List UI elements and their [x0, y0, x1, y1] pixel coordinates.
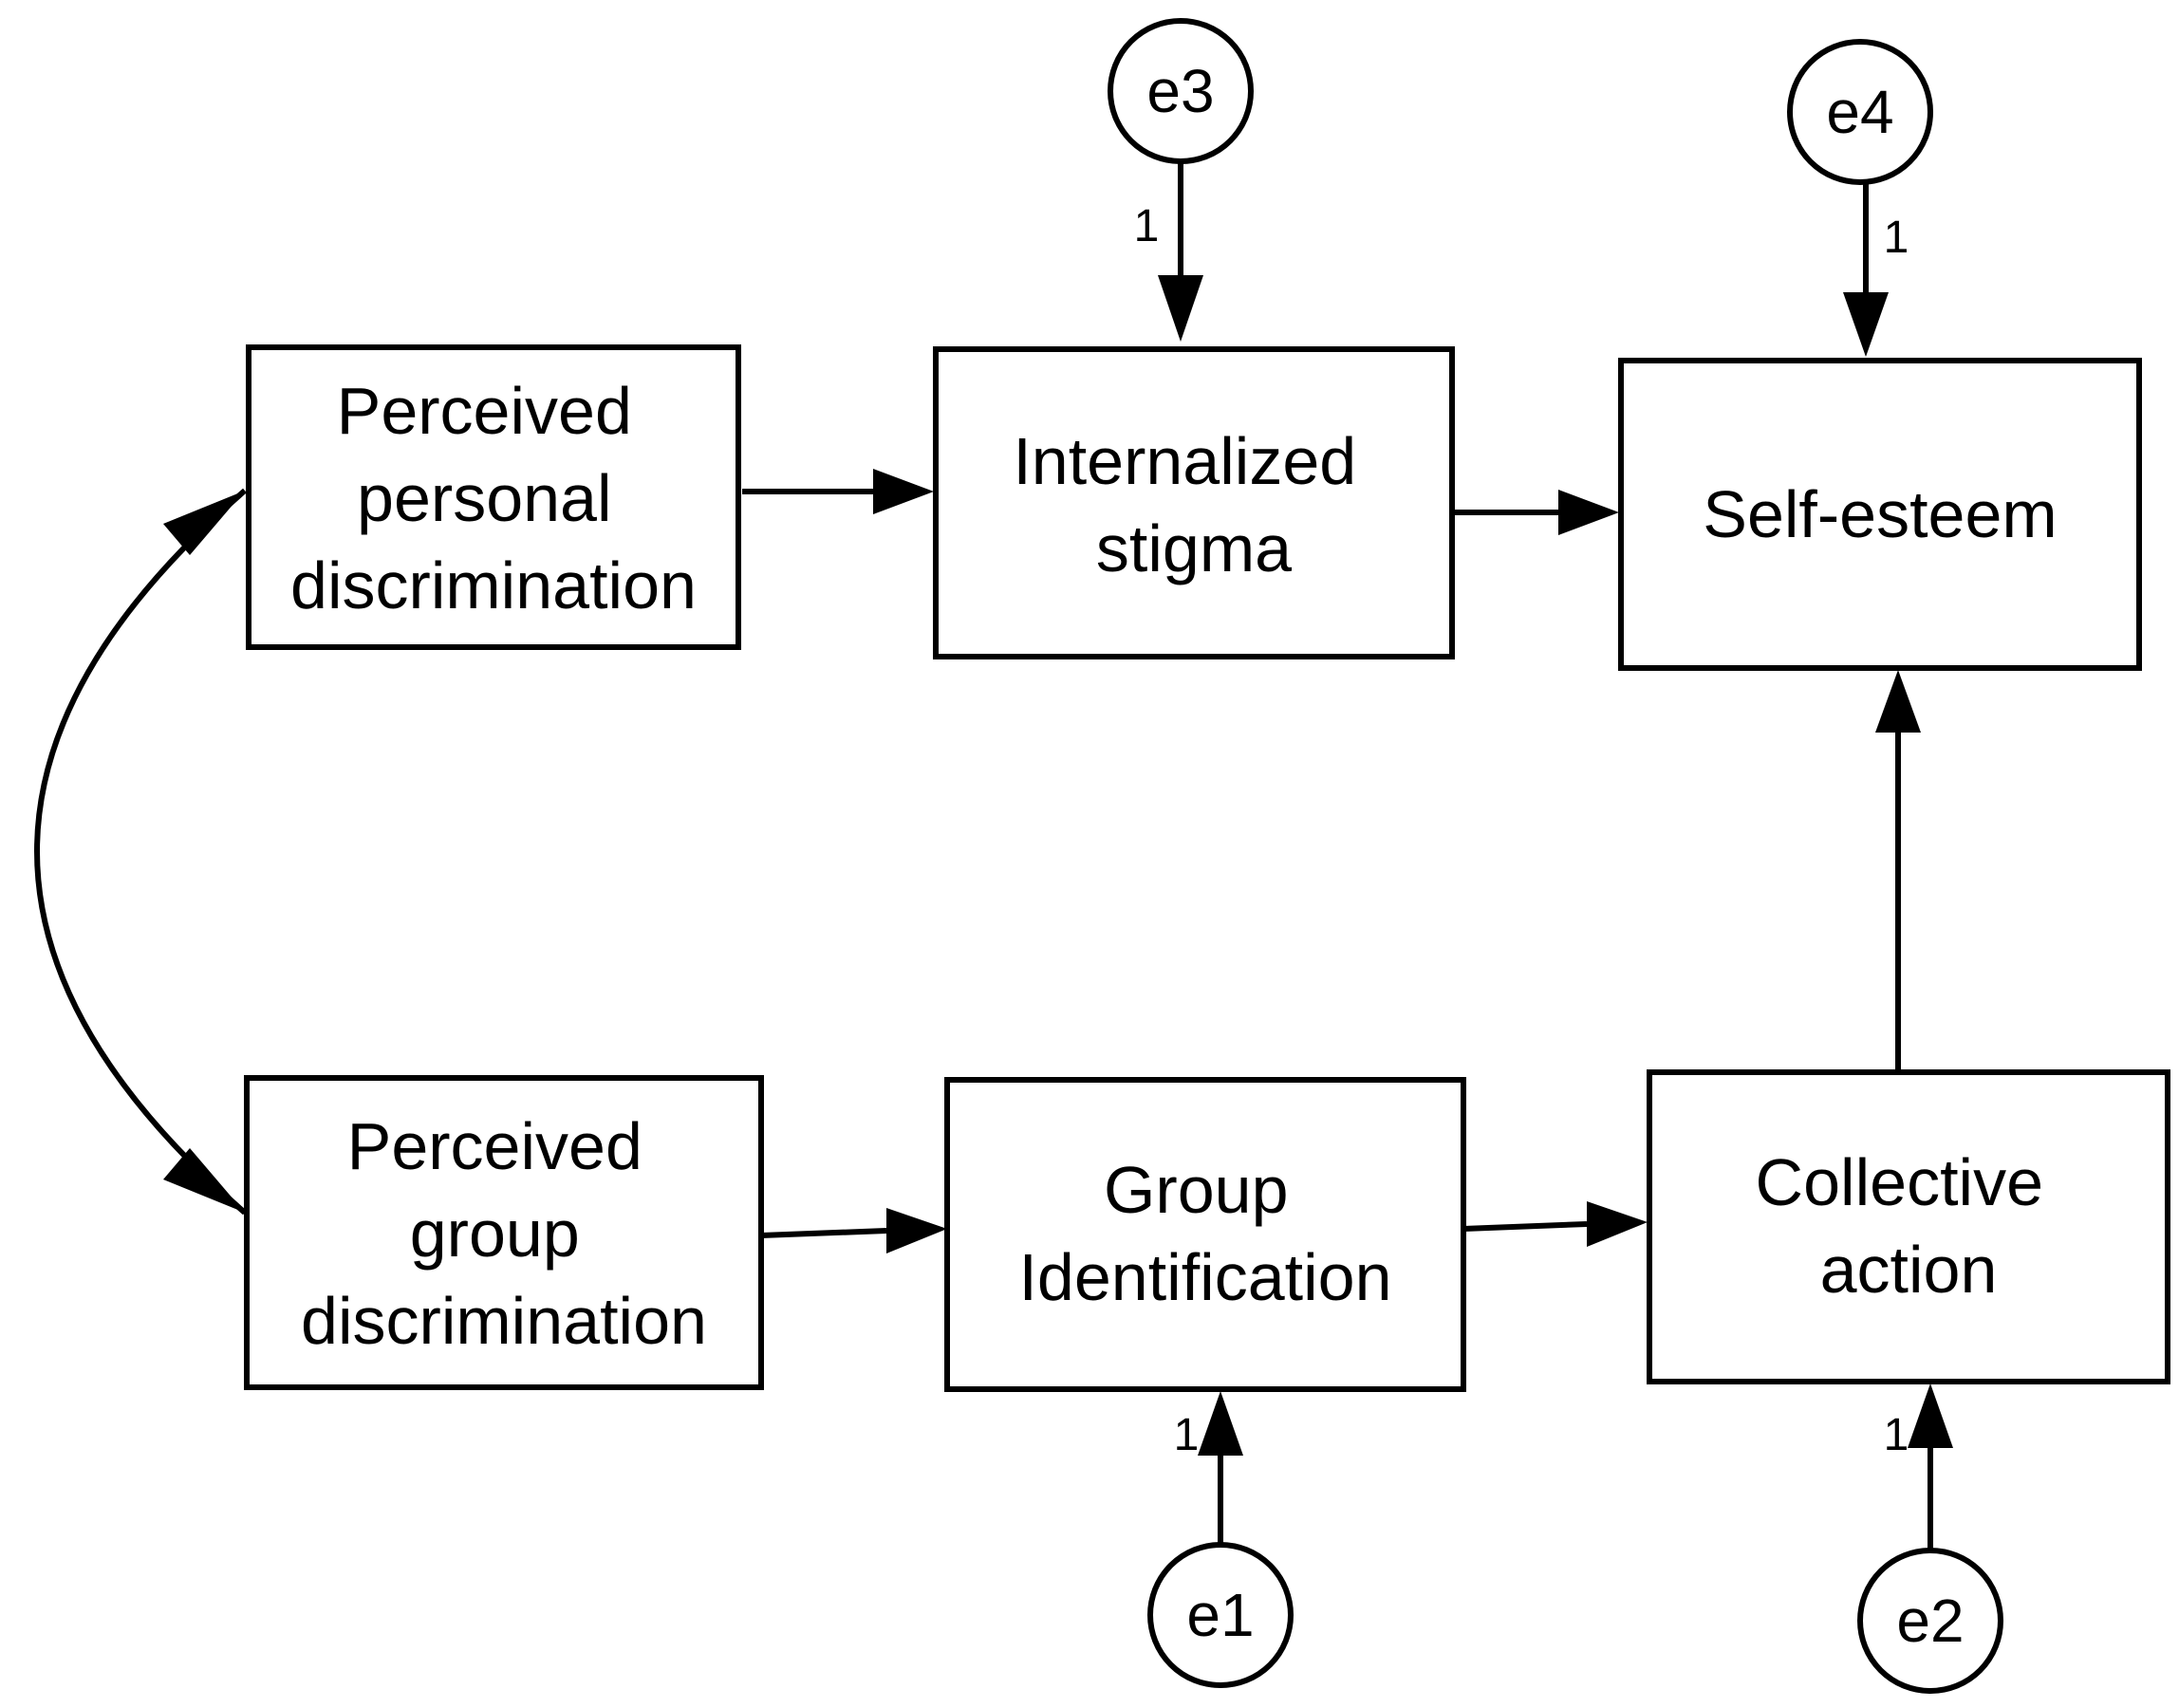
weight-label-e1: 1 — [1174, 1410, 1200, 1460]
node-perceived-group-discrimination: Perceived group discrimination — [244, 1075, 764, 1390]
error-label: e2 — [1896, 1587, 1964, 1655]
error-e3: e3 — [1108, 18, 1254, 164]
node-label-line: Identification — [1018, 1240, 1391, 1314]
node-label-line: Perceived — [347, 1109, 643, 1183]
svg-text:Internalized stigma: Internalized stigma — [1013, 424, 1374, 585]
weight-label-e4: 1 — [1884, 213, 1909, 263]
svg-text:Perceived group di: Perceived group discrimination — [301, 1109, 707, 1358]
weight-label-e3: 1 — [1134, 201, 1160, 251]
node-perceived-personal-discrimination: Perceived personal discrimination — [246, 344, 741, 650]
svg-text:Collective action: Collective action — [1756, 1145, 2062, 1307]
path-e4-to-selfesteem — [1843, 182, 1889, 357]
svg-text:Perceived personal: Perceived personal discrimination — [290, 374, 697, 622]
node-label-line: discrimination — [290, 548, 697, 622]
node-label-line: Internalized — [1013, 424, 1356, 498]
path-identification-to-collective — [1462, 1201, 1648, 1247]
covariance-arc — [34, 488, 247, 1216]
error-e4: e4 — [1787, 39, 1933, 185]
path-e1-to-identification — [1198, 1391, 1243, 1547]
node-internalized-stigma: Internalized stigma — [933, 346, 1455, 659]
error-label: e3 — [1146, 57, 1214, 125]
node-collective-action: Collective action — [1647, 1069, 2170, 1384]
node-label-line: personal — [357, 461, 612, 535]
path-group-to-identification — [760, 1208, 947, 1253]
error-label: e4 — [1826, 78, 1893, 146]
node-label-line: discrimination — [301, 1284, 707, 1358]
path-e2-to-collective — [1908, 1383, 1953, 1549]
node-label-line: Self-esteem — [1703, 477, 2057, 551]
node-group-identification: Group Identification — [944, 1077, 1466, 1392]
svg-text:Self-esteem: Self-esteem — [1703, 477, 2057, 551]
path-personal-to-stigma — [742, 469, 934, 514]
path-e3-to-stigma — [1158, 163, 1203, 342]
node-label-line: stigma — [1096, 511, 1292, 585]
covariance-arrowhead-bottom — [163, 1148, 245, 1213]
error-e2: e2 — [1857, 1548, 2003, 1694]
node-label-line: Perceived — [337, 374, 632, 448]
error-label: e1 — [1186, 1581, 1254, 1649]
path-collective-to-selfesteem — [1875, 670, 1921, 1070]
path-stigma-to-selfesteem — [1452, 490, 1619, 535]
svg-text:Group Identification: Group Identification — [1018, 1153, 1391, 1314]
node-label-line: Group — [1104, 1153, 1289, 1227]
error-e1: e1 — [1147, 1542, 1294, 1688]
node-label-line: action — [1820, 1233, 1998, 1307]
node-label-line: Collective — [1756, 1145, 2043, 1219]
node-label-line: group — [410, 1197, 580, 1271]
node-self-esteem: Self-esteem — [1618, 358, 2142, 671]
covariance-arrowhead-top — [163, 491, 245, 555]
weight-label-e2: 1 — [1884, 1410, 1909, 1460]
